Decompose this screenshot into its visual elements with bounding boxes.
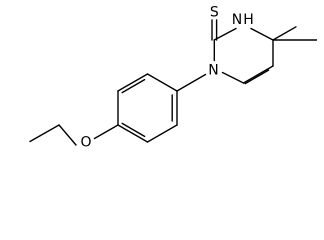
bond-n1-aryl	[176, 73, 207, 92]
bond-ch2-ch3	[29, 124, 60, 143]
chemical-structure-diagram: S N H N O	[29, 5, 318, 151]
ring-nitrogen-label: N	[208, 63, 218, 79]
bond-c2-n3	[213, 27, 237, 41]
benzene-bond-5	[117, 73, 149, 92]
amine-nitrogen-label: N	[232, 12, 242, 28]
benzene-bond-2	[146, 124, 178, 143]
amine-hydrogen-label: H	[243, 12, 254, 28]
bond-c5-c6-inner	[244, 69, 270, 85]
bond-c4-methyl-a	[272, 26, 297, 41]
bond-c5-c6	[242, 65, 274, 84]
benzene-inner-bond-c	[121, 78, 146, 94]
bond-c6-n1	[221, 71, 245, 84]
benzene-bond-6	[146, 73, 178, 92]
ether-oxygen-label: O	[80, 135, 91, 151]
sulfur-label: S	[210, 5, 219, 21]
bond-aryl-oxygen	[93, 124, 119, 140]
benzene-bond-3	[117, 124, 149, 143]
bond-n3-c4	[250, 27, 274, 41]
bond-oxygen-ch2	[58, 124, 77, 146]
benzene-inner-bond-b	[121, 122, 146, 138]
